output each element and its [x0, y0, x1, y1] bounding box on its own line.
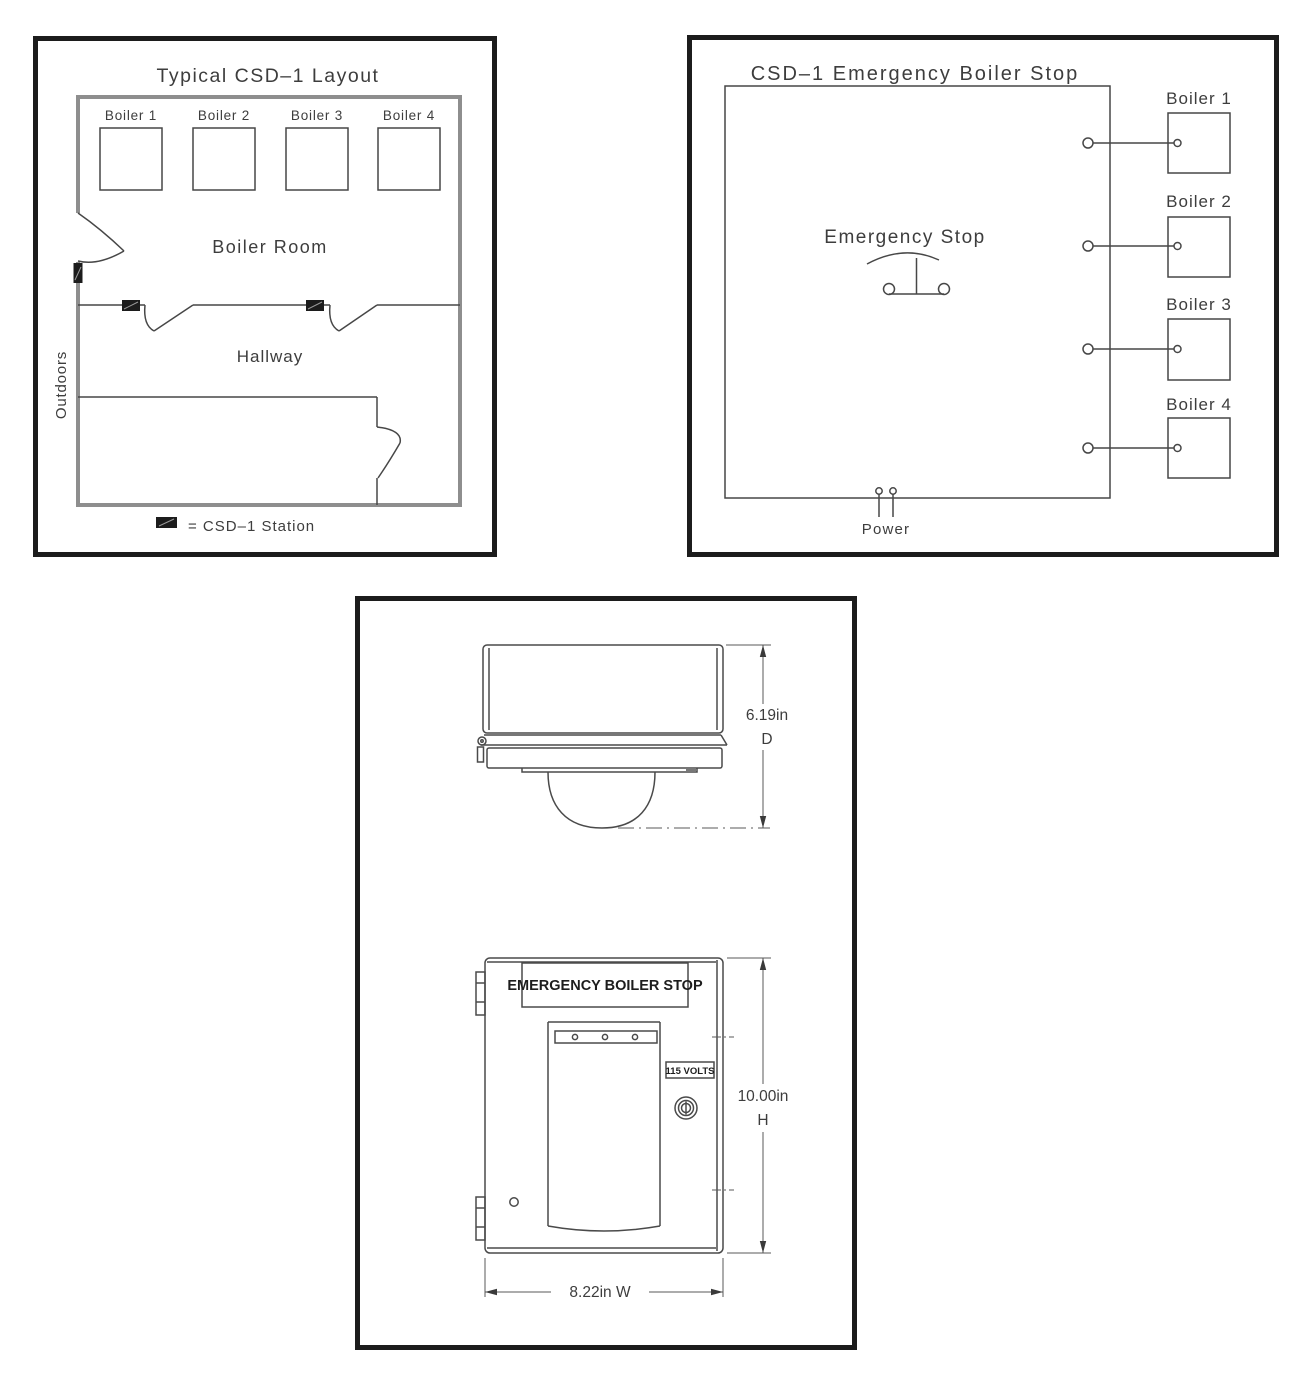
inner-door-panel: [547, 1021, 661, 1232]
boiler-boxes: [99, 127, 441, 191]
enclosure-front-view: EMERGENCY BOILER STOP 115 VOLTS: [475, 957, 734, 1254]
layout-title: Typical CSD–1 Layout: [157, 65, 380, 87]
csd1-station-markers: [73, 263, 324, 311]
outdoors-label: Outdoors: [53, 351, 70, 419]
boiler-2-label: Boiler 2: [198, 108, 250, 123]
boiler-connections: [1082, 137, 1182, 454]
depth-axis: D: [761, 731, 772, 748]
panel-emergency-stop-wiring: CSD–1 Emergency Boiler Stop Emergency St…: [687, 35, 1279, 557]
height-axis: H: [757, 1112, 768, 1129]
boiler-1-label: Boiler 1: [105, 108, 157, 123]
hallway-label: Hallway: [237, 347, 304, 366]
enclosure-nameplate: EMERGENCY BOILER STOP: [507, 978, 703, 994]
width-dimension: 8.22in W: [484, 1258, 724, 1302]
wiring-boiler-boxes: [1167, 112, 1231, 479]
emergency-stop-label: Emergency Stop: [824, 227, 985, 248]
lower-room: [78, 396, 402, 505]
boiler-room-label: Boiler Room: [212, 237, 328, 257]
enclosure-views: 6.19in D EMER: [475, 644, 793, 1302]
wiring-boiler-3-label: Boiler 3: [1166, 295, 1232, 314]
depth-value: 6.19in: [746, 707, 788, 724]
wiring-diagram: CSD–1 Emergency Boiler Stop Emergency St…: [724, 63, 1232, 538]
estop-pushbutton-symbol: [866, 252, 951, 296]
panel-enclosure-drawing: 6.19in D EMER: [355, 596, 857, 1350]
floorplan-walls: [76, 95, 462, 507]
width-value: 8.22in W: [569, 1284, 631, 1301]
hinge-bottom: [475, 1196, 486, 1241]
hinge-top: [475, 971, 486, 1016]
volts-label: 115 VOLTS: [666, 1066, 715, 1077]
panel-typical-layout: Typical CSD–1 Layout: [33, 36, 497, 557]
wiring-boiler-4-label: Boiler 4: [1166, 395, 1232, 414]
legend: = CSD–1 Station: [156, 517, 315, 535]
wiring-title: CSD–1 Emergency Boiler Stop: [751, 63, 1080, 85]
power-label: Power: [862, 521, 911, 538]
height-value: 10.00in: [738, 1088, 789, 1105]
exterior-door: [77, 212, 125, 263]
wiring-boiler-2-label: Boiler 2: [1166, 192, 1232, 211]
wiring-boiler-1-label: Boiler 1: [1166, 89, 1232, 108]
boiler-3-label: Boiler 3: [291, 108, 343, 123]
power-terminals: [875, 487, 897, 517]
boiler-4-label: Boiler 4: [383, 108, 435, 123]
dome-profile: [547, 771, 656, 829]
hallway-wall: [78, 304, 460, 332]
depth-dimension: 6.19in D: [726, 644, 793, 828]
estop-device-box: [724, 85, 1111, 499]
enclosure-top-view: [476, 644, 770, 829]
layout-floorplan: Typical CSD–1 Layout: [53, 65, 462, 535]
legend-text: = CSD–1 Station: [188, 518, 315, 535]
height-dimension: 10.00in H: [727, 957, 792, 1254]
lock-cylinder: [674, 1096, 698, 1120]
door-stud: [509, 1197, 519, 1207]
